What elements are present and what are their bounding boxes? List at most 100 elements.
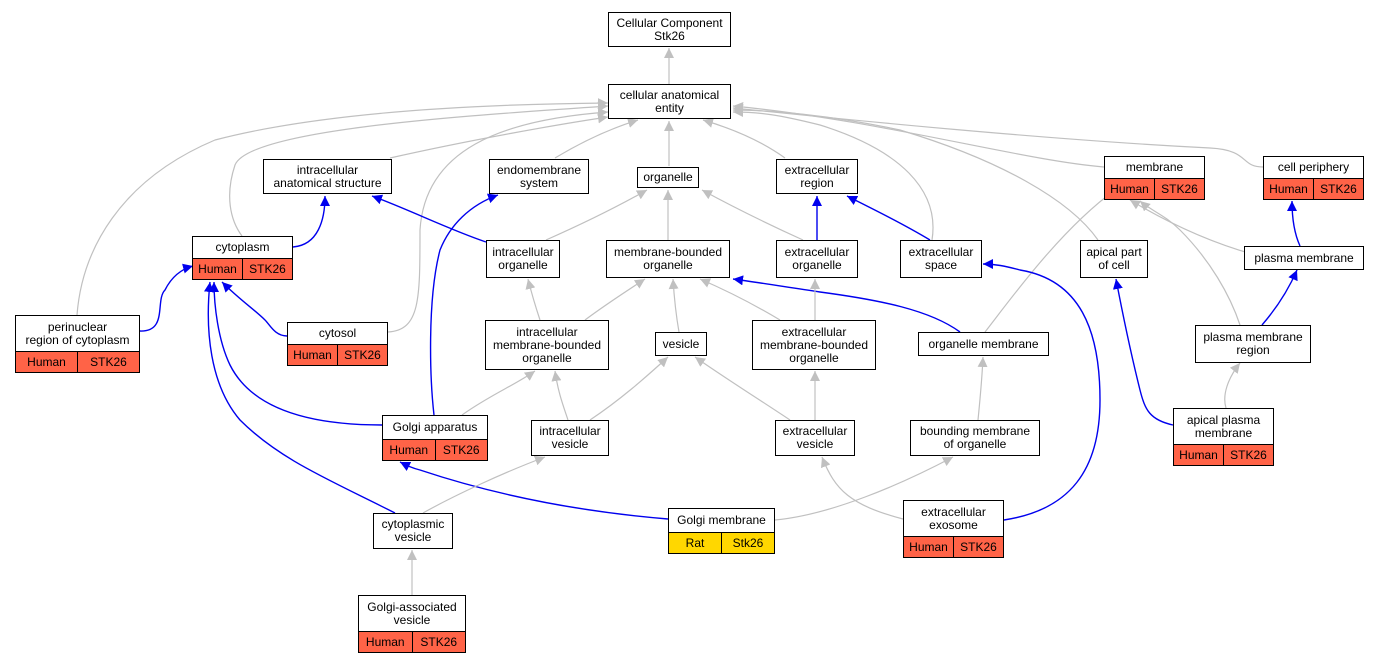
annotation-gene: STK26	[1154, 179, 1204, 199]
node-pmr[interactable]: plasma membrane region	[1195, 325, 1311, 363]
node-vesicle[interactable]: vesicle	[655, 332, 707, 356]
edge-apm-to-apical	[1112, 278, 1174, 426]
annotation-row: Human STK26	[359, 631, 465, 652]
node-ias[interactable]: intracellular anatomical structure	[263, 159, 392, 194]
node-label: extracellular membrane-bounded organelle	[759, 324, 869, 365]
annotation-gene: STK26	[337, 345, 387, 365]
node-label: cell periphery	[1277, 160, 1350, 174]
node-apical[interactable]: apical part of cell	[1080, 240, 1148, 278]
node-bmo[interactable]: bounding membrane of organelle	[910, 420, 1040, 456]
edge-embo-to-mbo	[699, 278, 781, 321]
edge-cytosol-to-cyto	[221, 281, 288, 337]
node-label: extracellular space	[908, 245, 974, 272]
edge-ias-to-cae	[389, 113, 609, 159]
edge-orgmem-to-mem	[984, 189, 1116, 333]
node-label: intracellular anatomical structure	[273, 162, 382, 190]
node-label: plasma membrane	[1254, 250, 1354, 265]
edge-cytosol-to-cae	[387, 107, 609, 333]
node-label: plasma membrane region	[1203, 330, 1303, 357]
node-exorg[interactable]: extracellular organelle	[776, 240, 858, 278]
annotation-gene: STK26	[1313, 179, 1363, 199]
edge-golgi-to-imbo	[461, 370, 536, 416]
node-label: Golgi-associated vesicle	[367, 599, 457, 627]
edge-iorg-to-org	[545, 189, 648, 241]
node-org[interactable]: organelle	[637, 167, 699, 188]
node-label: cytoplasm	[215, 240, 270, 254]
node-iv[interactable]: intracellular vesicle	[531, 420, 609, 456]
edge-imbo-to-mbo	[584, 278, 646, 321]
annotation-species: Human	[198, 262, 237, 276]
node-label: organelle	[643, 170, 693, 184]
annotation-species: Human	[293, 348, 332, 362]
annotation-gene: STK26	[411, 632, 466, 652]
node-label: apical part of cell	[1086, 245, 1142, 272]
node-label: Cellular Component Stk26	[616, 15, 723, 43]
edge-iv-to-imbo	[551, 370, 569, 421]
node-label: Golgi apparatus	[392, 420, 478, 434]
node-label: intracellular membrane-bounded organelle	[492, 324, 602, 365]
annotation-gene: Stk26	[721, 533, 774, 553]
edge-pmr-to-pm	[1261, 269, 1298, 326]
node-label: cellular anatomical entity	[619, 87, 720, 115]
annotation-gene: STK26	[77, 352, 139, 372]
annotation-row: Human STK26	[1105, 178, 1204, 199]
node-endo[interactable]: endomembrane system	[489, 159, 589, 194]
node-root[interactable]: Cellular Component Stk26	[608, 12, 731, 47]
node-cytves[interactable]: cytoplasmic vesicle	[373, 513, 453, 549]
node-label: cytoplasmic vesicle	[381, 517, 445, 544]
edge-pmr-to-mem	[1139, 200, 1241, 326]
edge-cyto-to-cae	[229, 101, 609, 237]
node-iorg[interactable]: intracellular organelle	[486, 240, 560, 278]
edge-exves-to-vesicle	[694, 356, 791, 421]
annotation-species: Human	[365, 635, 405, 649]
edge-golgimem-to-bmo	[774, 456, 954, 521]
node-orgmem[interactable]: organelle membrane	[918, 332, 1049, 356]
annotation-species: Rat	[685, 536, 705, 550]
node-embo[interactable]: extracellular membrane-bounded organelle	[752, 320, 876, 370]
node-mbo[interactable]: membrane-bounded organelle	[606, 240, 730, 278]
annotation-row: Rat Stk26	[669, 532, 774, 553]
edge-iorg-to-ias	[371, 194, 487, 243]
node-exspace[interactable]: extracellular space	[900, 240, 982, 278]
annotation-species: Human	[909, 540, 948, 554]
annotation-species: Human	[1179, 448, 1218, 462]
annotation-species: Human	[1269, 182, 1308, 196]
edge-golgimem-to-golgi	[399, 461, 669, 520]
edge-exreg-to-cae	[702, 118, 786, 159]
edge-perinuc-to-cae	[76, 98, 609, 316]
node-exves[interactable]: extracellular vesicle	[775, 420, 855, 456]
edge-exspace-to-cae	[732, 107, 934, 241]
edge-exspace-to-exreg	[846, 195, 931, 241]
node-exreg[interactable]: extracellular region	[776, 159, 858, 194]
node-cae[interactable]: cellular anatomical entity	[608, 84, 731, 119]
annotation-row: Human STK26	[288, 344, 387, 365]
edge-cytves-to-cyto	[203, 281, 396, 514]
edge-cyto-to-ias	[292, 195, 330, 248]
node-imbo[interactable]: intracellular membrane-bounded organelle	[485, 320, 609, 370]
node-label: bounding membrane of organelle	[919, 424, 1031, 451]
edge-vesicle-to-mbo	[668, 278, 680, 333]
annotation-row: Human STK26	[1264, 178, 1363, 199]
node-label: intracellular organelle	[492, 245, 554, 272]
node-pm[interactable]: plasma membrane	[1244, 246, 1364, 270]
node-label: endomembrane system	[496, 162, 582, 190]
edge-exorg-to-org	[701, 189, 804, 241]
annotation-species: Human	[1110, 182, 1149, 196]
edge-bmo-to-orgmem	[977, 356, 988, 421]
